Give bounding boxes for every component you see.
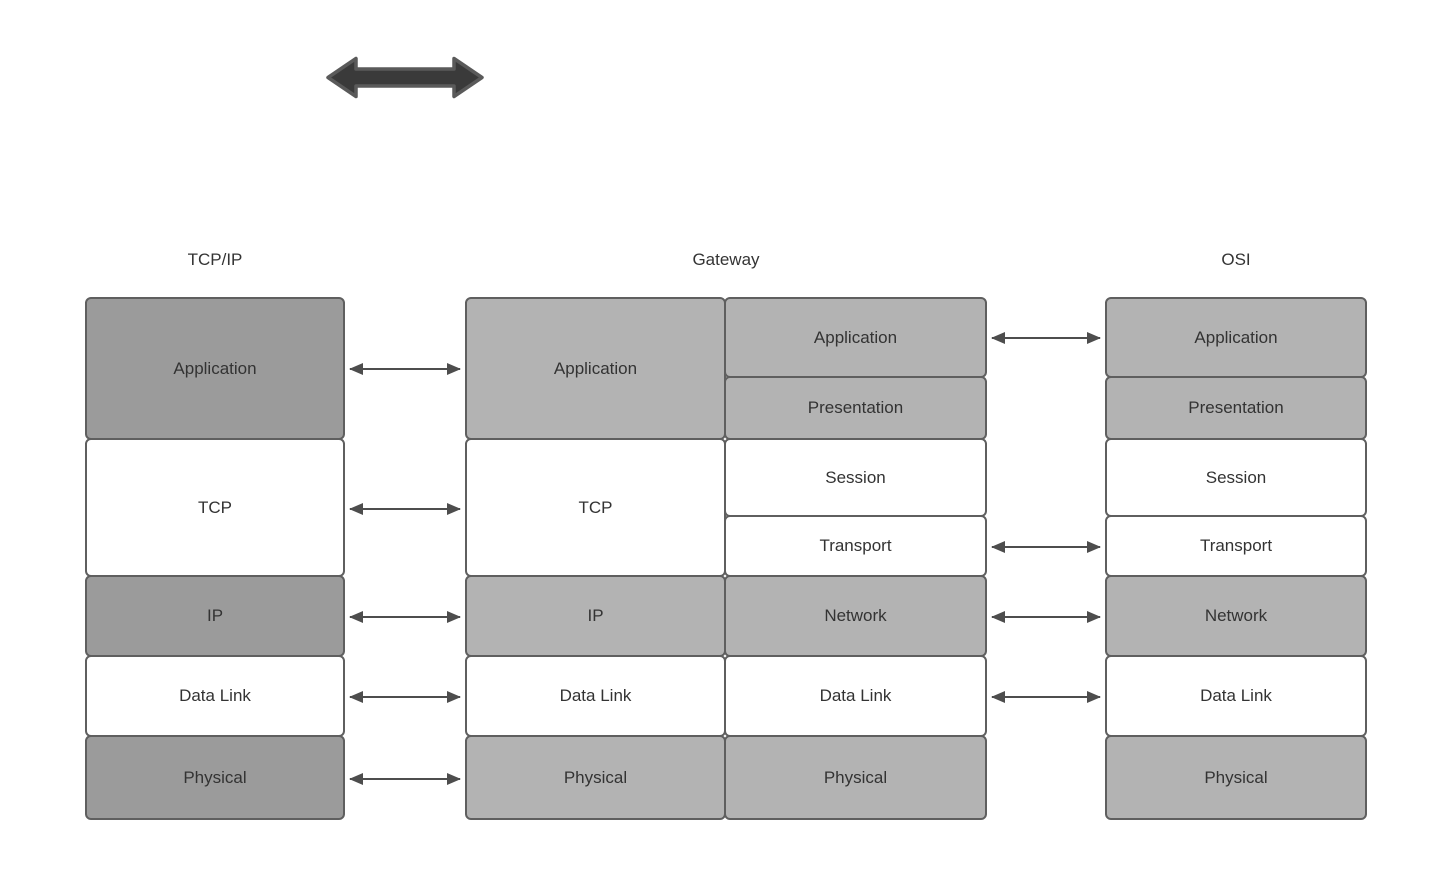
layer-box-tcpip-physical: Physical	[85, 735, 345, 820]
layer-box-osi-data-link: Data Link	[1105, 655, 1367, 737]
layer-label: Physical	[1204, 767, 1268, 787]
layer-box-gateway-left-tcp: TCP	[465, 438, 726, 577]
layer-box-osi-presentation: Presentation	[1105, 376, 1367, 440]
layer-box-tcpip-application: Application	[85, 297, 345, 440]
layer-box-gateway-left-physical: Physical	[465, 735, 726, 820]
layer-box-osi-transport: Transport	[1105, 515, 1367, 577]
stack-header-osi: OSI	[1221, 250, 1251, 269]
layer-label: Data Link	[559, 686, 632, 705]
layer-box-gateway-right-application: Application	[724, 297, 987, 378]
layer-label: Presentation	[807, 398, 904, 417]
stack-header-tcpip: TCP/IP	[187, 250, 243, 269]
layer-label: IP	[587, 606, 604, 625]
left-gap-arrow-row-2	[349, 611, 461, 623]
layer-box-gateway-right-data-link: Data Link	[724, 655, 987, 737]
layer-box-osi-session: Session	[1105, 438, 1367, 517]
left-gap-arrow-row-3	[349, 691, 461, 703]
layer-box-gateway-right-session: Session	[724, 438, 987, 517]
left-gap-arrow-row-1	[349, 502, 461, 515]
layer-box-tcpip-data-link: Data Link	[85, 655, 345, 737]
layer-box-gateway-right-transport: Transport	[724, 515, 987, 577]
layer-box-osi-application: Application	[1105, 297, 1367, 378]
layer-label: Application	[553, 358, 638, 378]
layer-label: Physical	[183, 767, 247, 787]
layer-label: Data Link	[179, 686, 251, 705]
layer-label: Application	[1194, 327, 1278, 347]
layer-label: Data Link	[819, 686, 892, 705]
layer-box-gateway-right-presentation: Presentation	[724, 376, 987, 440]
right-gap-arrow-row-0	[991, 331, 1101, 344]
layer-label: IP	[206, 606, 224, 625]
layer-box-tcpip-tcp: TCP	[85, 438, 345, 577]
layer-label: Transport	[819, 536, 892, 555]
right-gap-arrow-row-4	[991, 611, 1101, 623]
layer-box-gateway-left-data-link: Data Link	[465, 655, 726, 737]
layer-label: Network	[1204, 606, 1268, 625]
double-arrow-icon	[326, 56, 484, 99]
layer-box-gateway-left-ip: IP	[465, 575, 726, 657]
layer-label: Application	[173, 358, 257, 378]
layer-box-gateway-left-application: Application	[465, 297, 726, 440]
layer-label: TCP	[578, 497, 613, 517]
layer-label: Physical	[563, 767, 628, 787]
layer-label: Session	[825, 467, 886, 487]
layer-box-gateway-right-physical: Physical	[724, 735, 987, 820]
left-gap-arrow-row-4	[349, 772, 461, 785]
layer-label: Network	[824, 606, 887, 625]
layer-box-tcpip-ip: IP	[85, 575, 345, 657]
right-gap-arrow-row-5	[991, 691, 1101, 703]
layer-box-osi-physical: Physical	[1105, 735, 1367, 820]
right-gap-arrow-row-3	[991, 541, 1101, 553]
layer-label: Presentation	[1188, 398, 1284, 417]
layer-label: Transport	[1199, 536, 1273, 555]
layer-box-gateway-right-network: Network	[724, 575, 987, 657]
layer-label: Application	[813, 327, 898, 347]
left-gap-arrow-row-0	[349, 362, 461, 375]
layer-box-osi-network: Network	[1105, 575, 1367, 657]
stack-header-gateway: Gateway	[692, 250, 760, 269]
layer-label: TCP	[198, 497, 232, 517]
layer-label: Data Link	[1200, 686, 1272, 705]
layer-label: Session	[1205, 467, 1267, 487]
layer-label: Physical	[823, 767, 888, 787]
